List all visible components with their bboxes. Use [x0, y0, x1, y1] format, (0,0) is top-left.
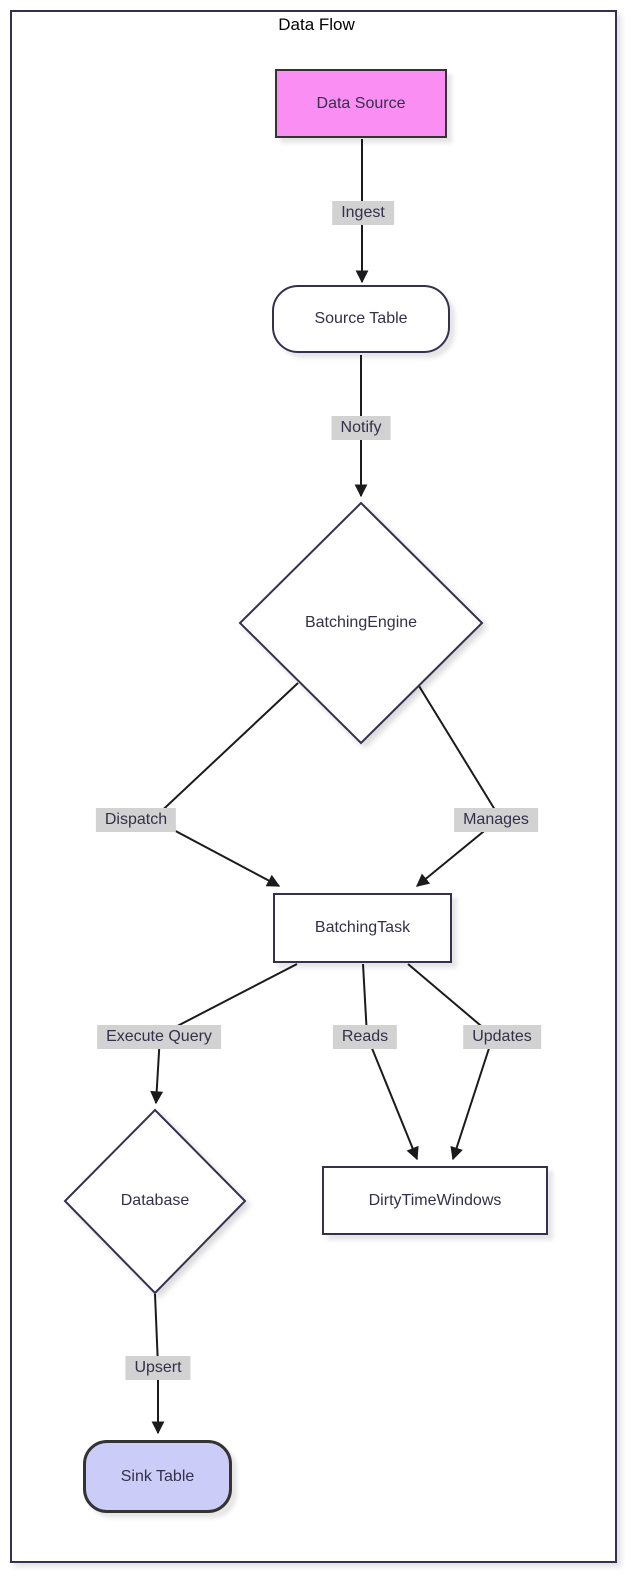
edge-updates-line: [407, 963, 495, 1161]
batching-engine-diamond: [238, 501, 484, 745]
node-batching-engine-label: BatchingEngine: [304, 614, 418, 631]
node-sink-table: Sink Table: [83, 1440, 232, 1513]
node-database-label: Database: [120, 1192, 190, 1209]
cluster-border: [10, 10, 617, 1563]
edge-label-execute-query: Execute Query: [97, 1025, 221, 1049]
edge-reads-line: [362, 963, 419, 1161]
database-diamond: [63, 1108, 247, 1295]
node-dirty-time-windows-label: DirtyTimeWindows: [368, 1191, 502, 1209]
edge-label-ingest: Ingest: [332, 201, 394, 225]
edge-label-reads: Reads: [332, 1025, 398, 1049]
edge-label-notify: Notify: [331, 416, 391, 440]
node-sink-table-label: Sink Table: [120, 1467, 195, 1485]
node-dirty-time-windows: DirtyTimeWindows: [322, 1166, 548, 1235]
edge-manages-line: [415, 685, 502, 887]
edge-label-upsert: Upsert: [125, 1356, 191, 1380]
node-source-table-label: Source Table: [314, 310, 408, 327]
edge-label-dispatch: Dispatch: [95, 808, 177, 832]
edge-label-updates: Updates: [463, 1025, 541, 1049]
node-source-table: Source Table: [272, 285, 450, 353]
node-batching-task: BatchingTask: [273, 893, 452, 963]
edge-dispatch-line: [151, 682, 299, 887]
node-data-source: Data Source: [275, 69, 447, 138]
edge-label-manages: Manages: [454, 808, 538, 832]
node-data-source-label: Data Source: [316, 94, 406, 112]
diagram-title: Data Flow: [278, 15, 355, 34]
node-batching-task-label: BatchingTask: [314, 919, 411, 936]
